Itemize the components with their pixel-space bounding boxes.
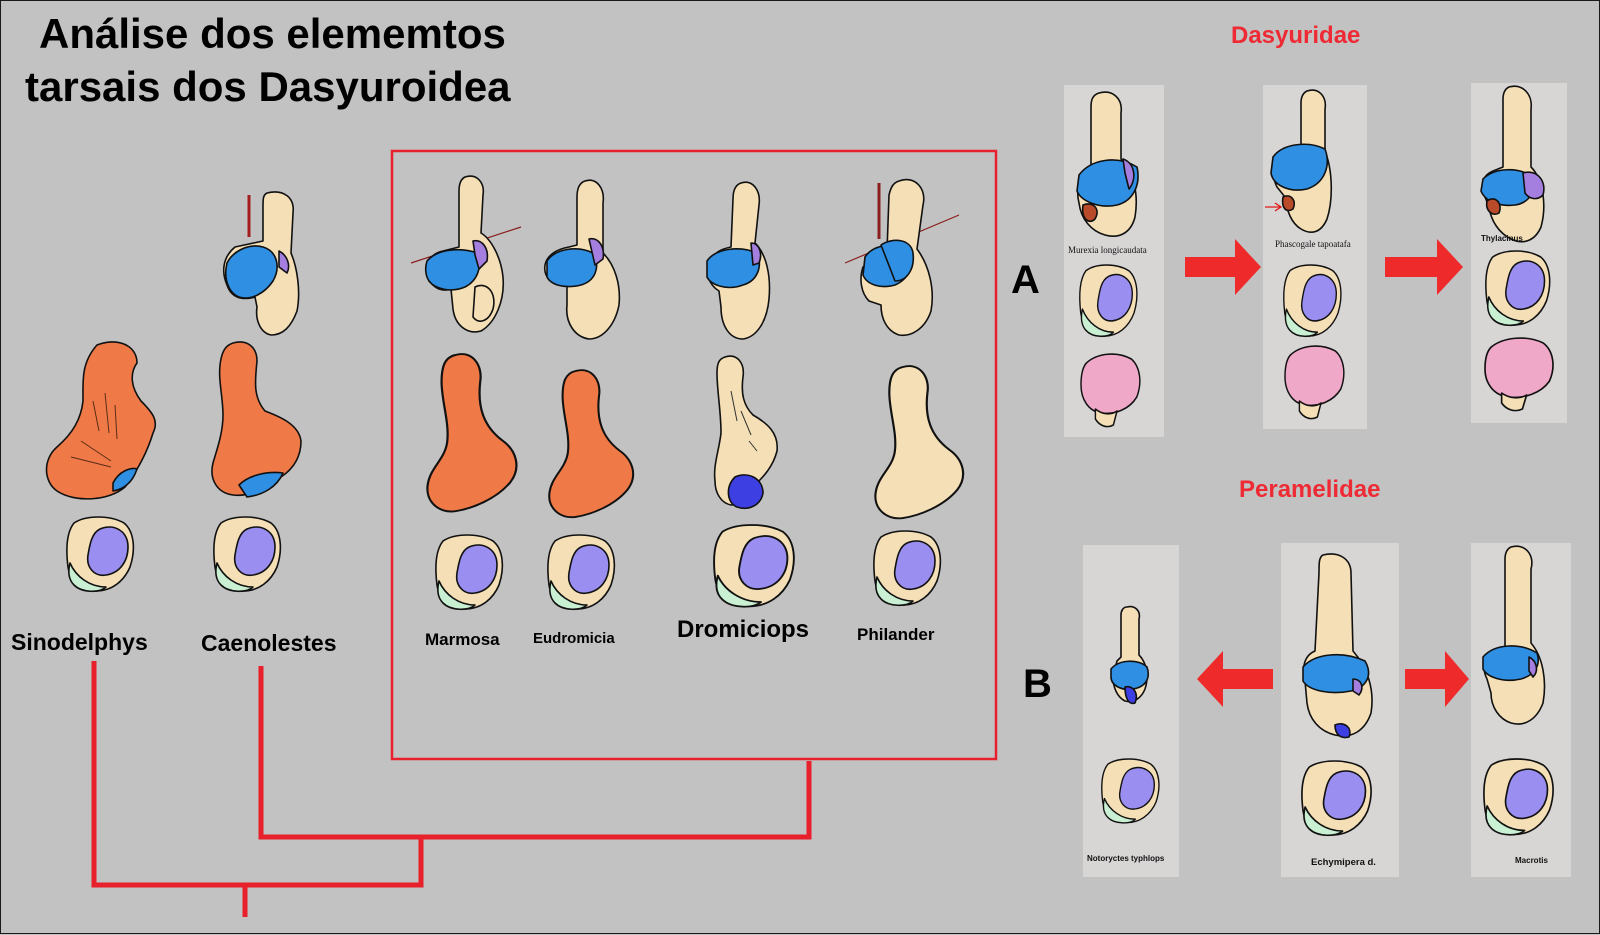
caenolestes-cuboid (213, 516, 282, 593)
dromiciops-cuboid (713, 524, 795, 608)
label-eudromicia: Eudromicia (533, 630, 615, 647)
label-dromiciops: Dromiciops (677, 616, 809, 643)
dromiciops-calcaneum (713, 355, 778, 509)
macrotis-label: Macrotis (1515, 856, 1548, 865)
label-sinodelphys: Sinodelphys (11, 629, 148, 655)
thylacinus-astragalus (1480, 85, 1545, 243)
echymipera-astragalus (1302, 553, 1373, 739)
label-philander: Philander (857, 625, 935, 644)
murexia-label: Murexia longicaudata (1068, 245, 1147, 255)
philander-astragalus (844, 178, 960, 337)
eudromicia-calcaneum (548, 369, 635, 519)
philander-calcaneum (874, 364, 965, 520)
didelphid-group-frame (390, 149, 998, 761)
dromiciops-astragalus (706, 181, 771, 340)
eudromicia-cuboid (547, 534, 616, 611)
caenolestes-calcaneum (211, 341, 302, 498)
macrotis-astragalus (1482, 545, 1546, 725)
thylacinus-label: Thylacinus (1481, 234, 1523, 243)
arrow-right-b (1405, 651, 1469, 707)
marmosa-cuboid (435, 534, 504, 611)
philander-cuboid (873, 530, 942, 607)
arrow-left-b (1197, 651, 1273, 707)
phascogale-label: Phascogale tapoatafa (1275, 239, 1351, 249)
notoryctes-panel (1083, 545, 1179, 877)
murexia-astragalus (1076, 91, 1139, 237)
heading-peramelidae: Peramelidae (1239, 476, 1380, 503)
eudromicia-astragalus (543, 179, 621, 340)
arrow-right-a1 (1185, 239, 1261, 295)
notoryctes-label: Notoryctes typhlops (1087, 854, 1165, 863)
marmosa-astragalus (410, 175, 522, 333)
title-line-2: tarsais dos Dasyuroidea (25, 63, 511, 110)
marmosa-calcaneum (426, 352, 518, 513)
sinodelphys-calcaneum (45, 341, 157, 500)
caenolestes-astragalus (222, 191, 300, 336)
phylogenetic-tree (91, 661, 812, 917)
label-marmosa: Marmosa (425, 630, 500, 649)
arrow-right-a2 (1385, 239, 1463, 295)
letter-a: A (1011, 258, 1040, 302)
sinodelphys-cuboid (66, 516, 135, 593)
title-line-1: Análise dos elememtos (39, 10, 506, 57)
echymipera-label: Echymipera d. (1311, 857, 1376, 868)
letter-b: B (1023, 662, 1052, 706)
label-caenolestes: Caenolestes (201, 630, 337, 656)
heading-dasyuridae: Dasyuridae (1231, 22, 1360, 49)
phascogale-astragalus (1265, 89, 1333, 233)
notoryctes-astragalus (1110, 605, 1149, 705)
